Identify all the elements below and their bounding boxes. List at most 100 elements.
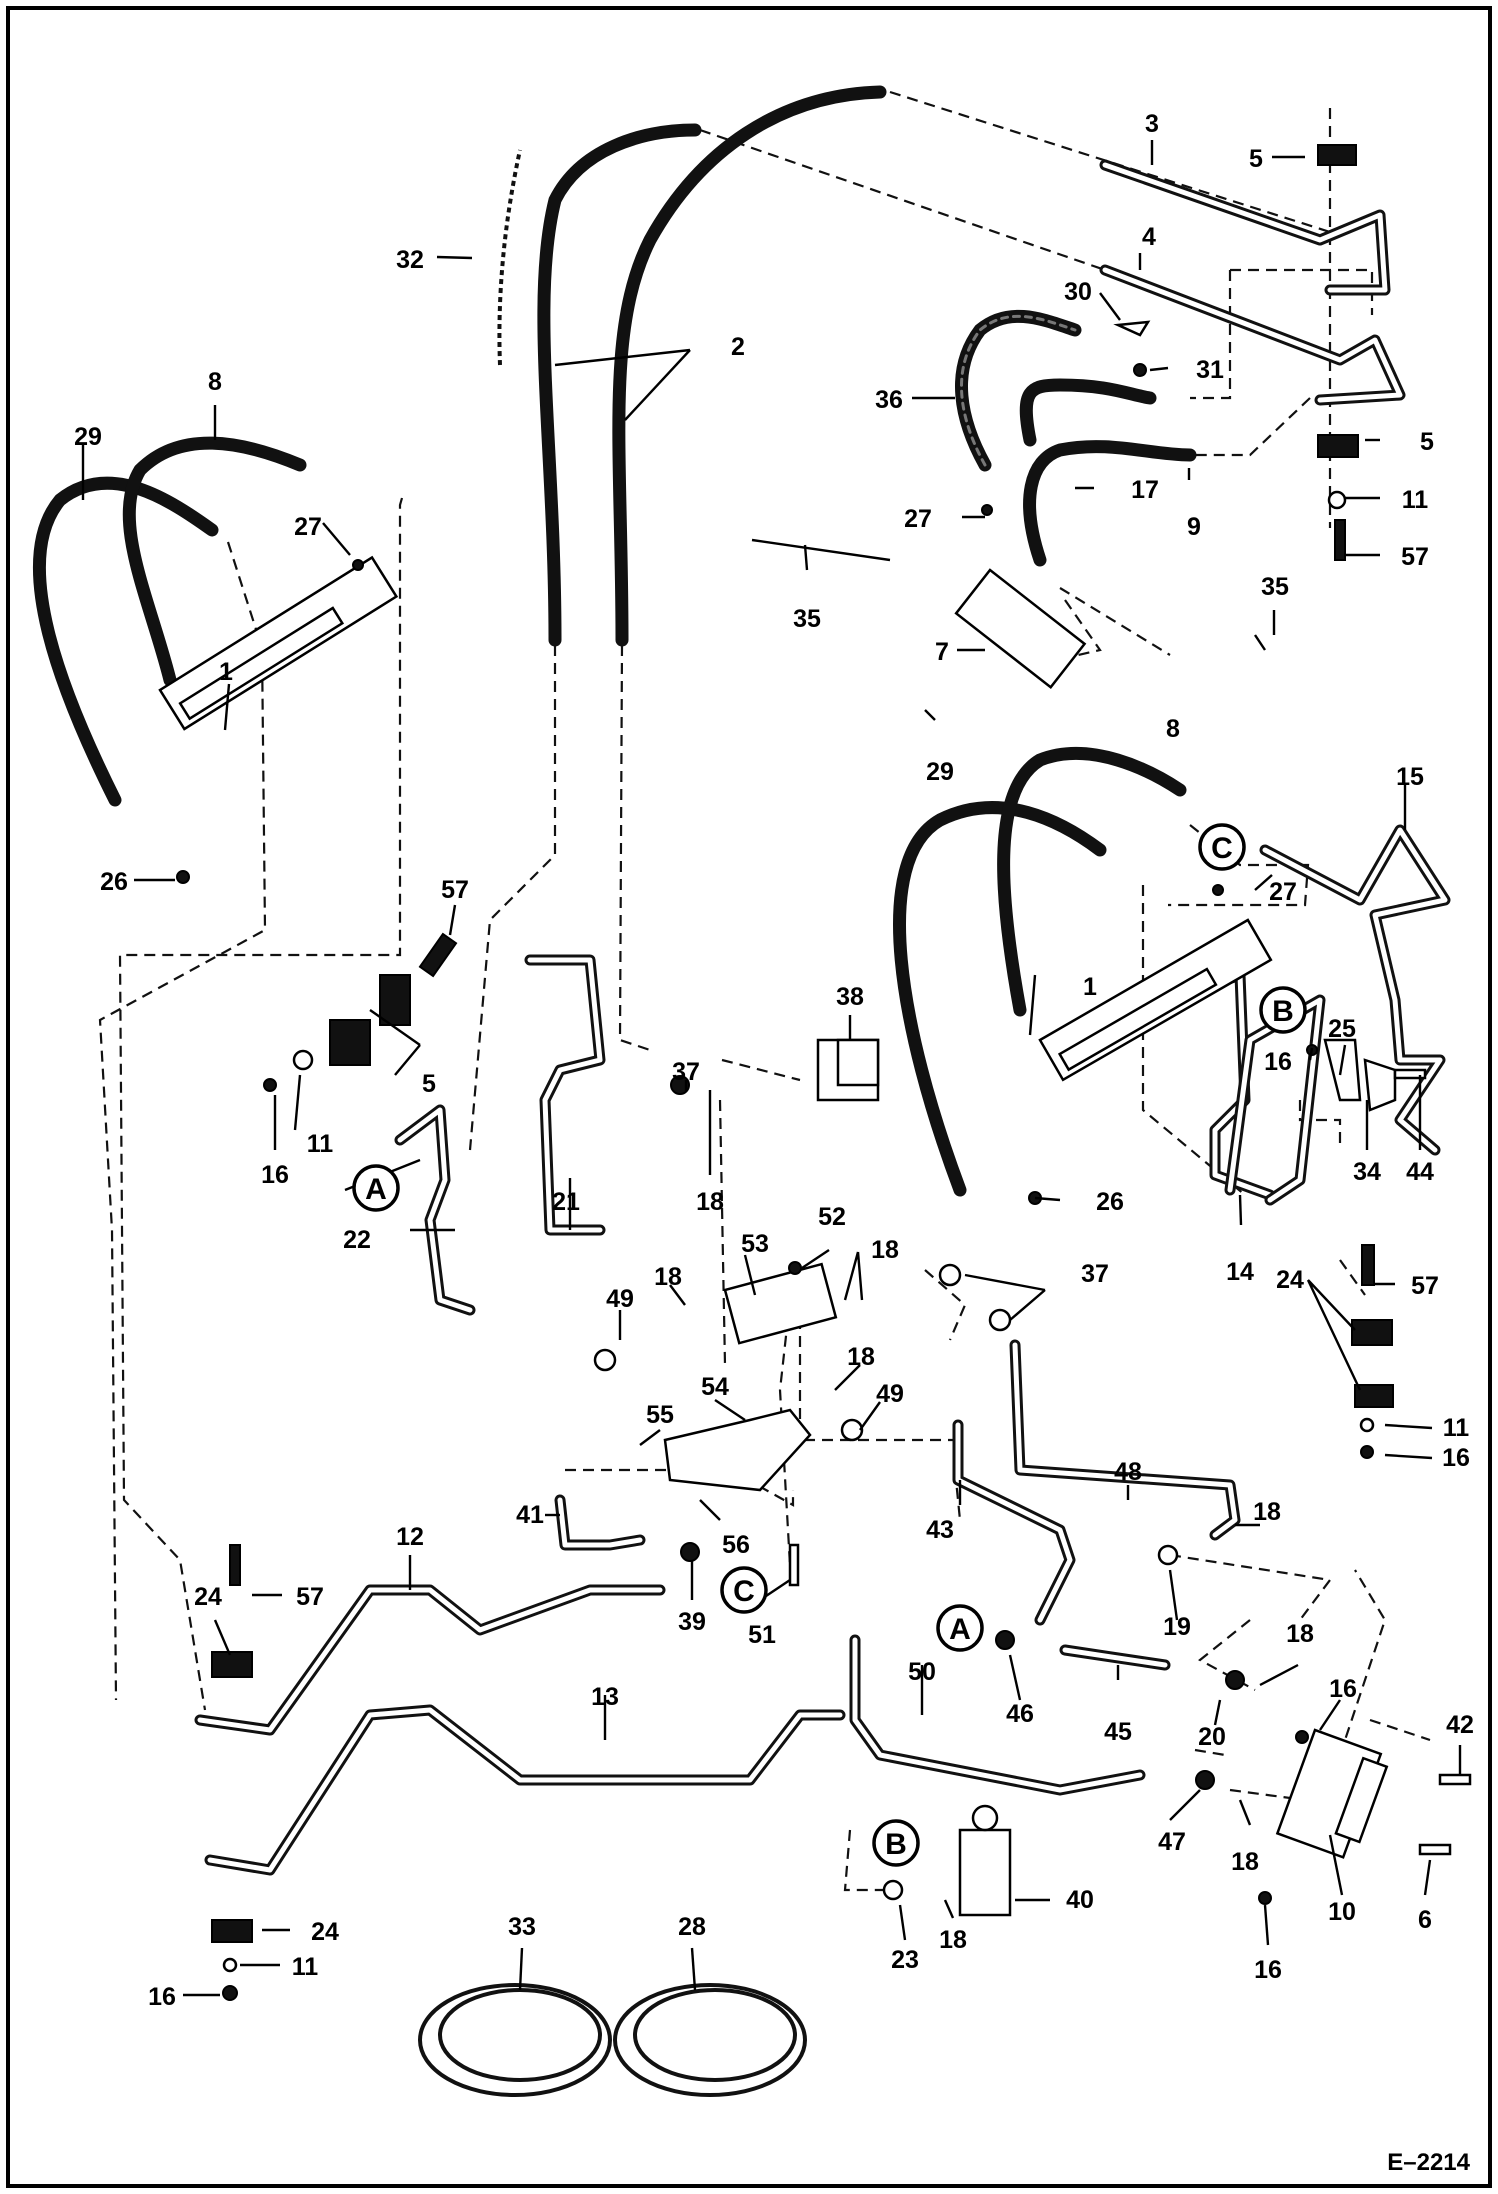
- ref-marker-a-mid: A: [936, 1604, 984, 1652]
- clamp-5b: [379, 974, 411, 1026]
- label-8b: 8: [1166, 715, 1180, 743]
- manifold-53: [723, 1262, 838, 1345]
- spring-guard-32: [497, 149, 522, 366]
- bolt-57-right: [1361, 1244, 1375, 1286]
- label-57b: 57: [441, 876, 469, 904]
- label-18b: 18: [871, 1236, 899, 1264]
- svg-text:C: C: [733, 1575, 755, 1608]
- svg-text:C: C: [1211, 832, 1233, 865]
- label-37b: 37: [1081, 1260, 1109, 1288]
- nut-16d: [1258, 1891, 1272, 1905]
- bolt-44: [1393, 1068, 1427, 1080]
- label-23: 23: [891, 1946, 919, 1974]
- label-28: 28: [678, 1913, 706, 1941]
- leader-lines: [81, 140, 1462, 1997]
- nut-16b: [1360, 1445, 1374, 1459]
- washer-11c: [1359, 1417, 1375, 1433]
- label-11b: 11: [307, 1130, 334, 1158]
- tube-41: [554, 1494, 646, 1551]
- ref-marker-b-top: B: [1259, 986, 1307, 1034]
- ref-marker-b-bottom: B: [872, 1819, 920, 1867]
- label-24b: 24: [194, 1583, 222, 1611]
- label-57a: 57: [1401, 543, 1429, 571]
- label-22: 22: [343, 1226, 371, 1254]
- clamp-24-left-b: [211, 1919, 253, 1943]
- hose-short-a: [1019, 378, 1157, 447]
- label-24a: 24: [1276, 1266, 1304, 1294]
- label-15: 15: [1396, 763, 1424, 791]
- clamp-5-top: [1317, 144, 1357, 166]
- label-49a: 49: [606, 1285, 634, 1313]
- label-6: 6: [1418, 1906, 1432, 1934]
- rod-35: [751, 538, 891, 562]
- clip-30: [1113, 320, 1151, 337]
- bolt-57-top: [1334, 519, 1346, 561]
- label-16c: 16: [1442, 1444, 1470, 1472]
- label-44: 44: [1406, 1158, 1434, 1186]
- plate-54: [663, 1408, 812, 1492]
- label-5a: 5: [1249, 145, 1263, 173]
- part-labels: 3 5 4 32 30 2 31 8 36 29 5 17 11 27 9 27…: [74, 110, 1474, 2011]
- label-30: 30: [1064, 278, 1092, 306]
- ref-marker-a-left: A: [352, 1164, 400, 1212]
- label-3: 3: [1145, 110, 1159, 138]
- fitting-39: [680, 1542, 700, 1562]
- label-45: 45: [1104, 1718, 1132, 1746]
- label-37a: 37: [672, 1058, 700, 1086]
- nut-31: [1133, 363, 1147, 377]
- hose-9: [1023, 440, 1197, 567]
- fitting-19: [1157, 1544, 1179, 1566]
- svg-text:B: B: [1272, 995, 1294, 1028]
- label-16d: 16: [1329, 1675, 1357, 1703]
- fitting-37b: [938, 1263, 962, 1287]
- label-29b: 29: [926, 758, 954, 786]
- label-27a: 27: [294, 513, 322, 541]
- label-32: 32: [396, 246, 424, 274]
- label-42: 42: [1446, 1711, 1474, 1739]
- label-1a: 1: [219, 658, 233, 686]
- label-52: 52: [818, 1203, 846, 1231]
- svg-text:B: B: [885, 1828, 907, 1861]
- fitting-49b: [840, 1418, 864, 1442]
- fitting-23: [882, 1879, 904, 1901]
- valve-40: [958, 1828, 1012, 1917]
- label-1b: 1: [1083, 973, 1097, 1001]
- label-49b: 49: [876, 1380, 904, 1408]
- label-41: 41: [516, 1501, 544, 1529]
- fitting-27-mid: [981, 504, 993, 516]
- diagram-border: [6, 6, 1492, 2188]
- label-18f: 18: [1286, 1620, 1314, 1648]
- label-54: 54: [701, 1373, 729, 1401]
- label-16a: 16: [1264, 1048, 1292, 1076]
- fitting-20: [1225, 1670, 1245, 1690]
- valve-7: [954, 568, 1087, 689]
- fitting-37c: [988, 1308, 1012, 1332]
- label-7: 7: [935, 638, 949, 666]
- label-14: 14: [1226, 1258, 1254, 1286]
- label-46: 46: [1006, 1700, 1034, 1728]
- bolt-51: [788, 1543, 800, 1587]
- label-18h: 18: [939, 1926, 967, 1954]
- tube-50: [849, 1634, 1146, 1796]
- label-27c: 27: [1269, 878, 1297, 906]
- reference-markers: C B A C A B: [352, 823, 1307, 1867]
- hose-29-left: [33, 476, 219, 807]
- label-56: 56: [722, 1531, 750, 1559]
- label-16f: 16: [148, 1983, 176, 2011]
- label-18d: 18: [847, 1343, 875, 1371]
- hose-29-right: [893, 801, 1107, 1197]
- label-16b: 16: [261, 1161, 289, 1189]
- label-51: 51: [748, 1621, 776, 1649]
- label-57d: 57: [296, 1583, 324, 1611]
- hose-coils: [418, 1983, 807, 2097]
- hose-2-left: [537, 123, 702, 647]
- drawing-code: E–2214: [1387, 2149, 1470, 2176]
- label-53: 53: [741, 1230, 769, 1258]
- bolt-57-left: [418, 932, 458, 978]
- label-50: 50: [908, 1658, 936, 1686]
- label-55: 55: [646, 1401, 674, 1429]
- bolt-6: [1418, 1843, 1452, 1856]
- label-25: 25: [1328, 1015, 1356, 1043]
- clamp-5a: [329, 1019, 371, 1066]
